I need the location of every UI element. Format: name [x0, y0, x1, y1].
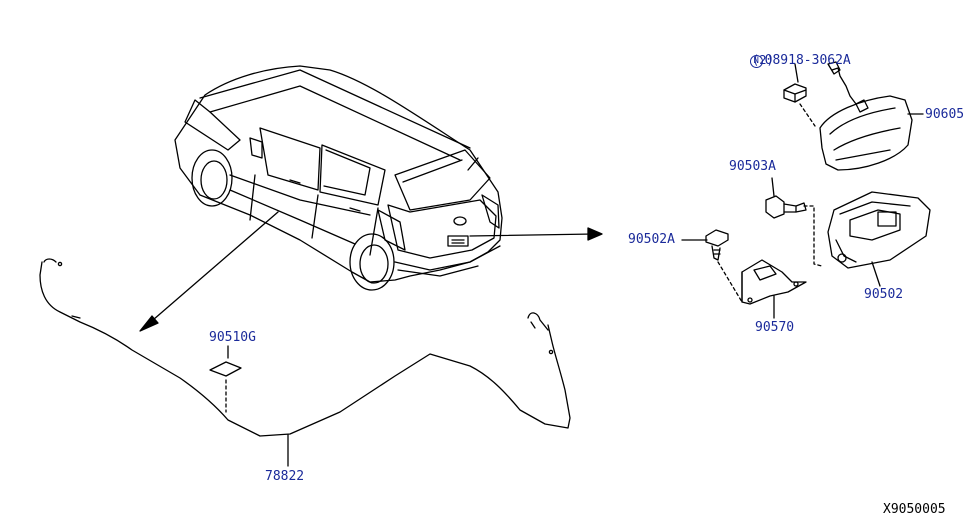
nut-drawing — [783, 63, 816, 127]
harness-part-label[interactable]: 78822 — [265, 469, 305, 484]
nut-qty: (2) — [752, 53, 774, 67]
switch-part-label[interactable]: 90502 — [864, 287, 904, 302]
pad-90510g-drawing — [209, 345, 242, 413]
lamp-90605-drawing — [819, 61, 924, 171]
clip-90502a-drawing — [681, 229, 743, 303]
bracket-part-label[interactable]: 90570 — [755, 320, 795, 335]
bolt-part-label[interactable]: 90503A — [729, 159, 776, 174]
switch-90502-drawing — [827, 191, 931, 287]
bracket-90570-drawing — [741, 259, 807, 319]
callout-arrows — [139, 211, 603, 332]
car-illustration — [174, 65, 503, 291]
harness-78822-drawing — [39, 258, 571, 467]
bolt-90503a-drawing — [765, 177, 823, 267]
lamp-part-label[interactable]: 90605 — [925, 107, 965, 122]
pad-part-label[interactable]: 90510G — [209, 330, 256, 345]
clip-part-label[interactable]: 90502A — [628, 232, 675, 247]
diagram-reference: X9050005 — [883, 502, 946, 517]
nut-symbol-icon: N — [749, 55, 763, 68]
nut-part-number: 08918-3062A — [764, 53, 851, 68]
